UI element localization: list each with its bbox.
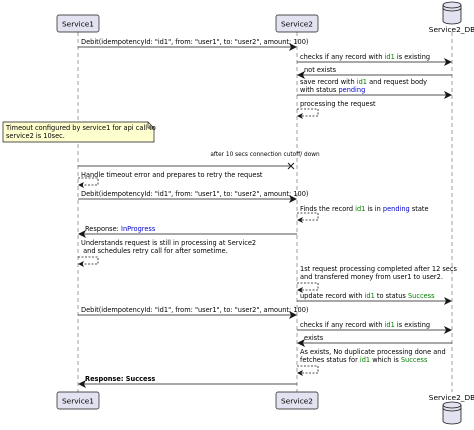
msg-understands-line1: Understands request is still in processi…	[81, 239, 256, 247]
svg-text:Service2_DB: Service2_DB	[429, 25, 474, 34]
participant-service1-bottom: Service1	[56, 391, 100, 410]
msg-check-2: checks if any record with id1 is existin…	[300, 321, 430, 329]
svg-text:Service2: Service2	[281, 20, 313, 29]
svg-text:Service2: Service2	[281, 397, 313, 406]
self-arrow-fetch-status	[297, 365, 319, 376]
msg-debit-1: Debit(idempotencyId: "id1", from: "user1…	[81, 38, 308, 46]
msg-first-completed-line2: and transfered money from user1 to user2…	[300, 273, 443, 281]
svg-text:Service2_DB: Service2_DB	[429, 393, 474, 402]
timeout-label: after 10 secs connection cutoff/ down	[210, 152, 320, 158]
participant-service2-top: Service2	[275, 14, 319, 33]
svg-text:Service1: Service1	[62, 397, 94, 406]
msg-processing: processing the request	[300, 100, 376, 108]
database-icon	[442, 1, 462, 25]
msg-fetch-status-line2: fetches status for id1 which is Success	[300, 356, 428, 364]
msg-update-record: update record with id1 to status Success	[300, 292, 435, 300]
msg-debit-2: Debit(idempotencyId: "id1", from: "user1…	[81, 190, 308, 198]
msg-check-1: checks if any record with id1 is existin…	[300, 53, 430, 61]
participant-db-top: Service2_DB	[429, 1, 474, 34]
participant-service2-bottom: Service2	[275, 391, 319, 410]
msg-first-completed-line1: 1st request processing completed after 1…	[300, 265, 457, 273]
svg-text:service2 is 10sec.: service2 is 10sec.	[6, 132, 65, 140]
msg-save-record-line1: save record with id1 and request body	[300, 78, 427, 86]
self-arrow-finds-record	[297, 212, 319, 223]
svg-text:Timeout configured by service1: Timeout configured by service1 for api c…	[5, 124, 156, 132]
participant-db-bottom: Service2_DB	[429, 393, 474, 425]
self-arrow-processing	[297, 108, 319, 119]
msg-debit-3: Debit(idempotencyId: "id1", from: "user1…	[81, 306, 308, 314]
msg-handle-timeout: Handle timeout error and prepares to ret…	[81, 171, 263, 179]
self-arrow-understands	[78, 256, 99, 267]
msg-finds-record: Finds the record id1 is in pending state	[300, 205, 429, 213]
timeout-note: Timeout configured by service1 for api c…	[2, 121, 156, 143]
msg-save-record-line2: with status pending	[300, 86, 365, 94]
msg-fetch-status-line1: As exists, No duplicate processing done …	[300, 348, 446, 356]
msg-response-inprogress: Response: InProgress	[85, 225, 156, 233]
msg-exists: exists	[304, 334, 324, 342]
msg-understands-line2: and schedules retry call for after somet…	[81, 247, 228, 255]
svg-text:Service1: Service1	[62, 20, 94, 29]
cross-icon	[287, 162, 295, 170]
self-arrow-handle-timeout	[78, 177, 99, 188]
self-arrow-first-completed	[297, 282, 319, 293]
participant-service1-top: Service1	[56, 14, 100, 33]
msg-response-success: Response: Success	[85, 375, 155, 383]
msg-not-exists: not exists	[304, 66, 337, 74]
database-icon	[442, 401, 462, 425]
